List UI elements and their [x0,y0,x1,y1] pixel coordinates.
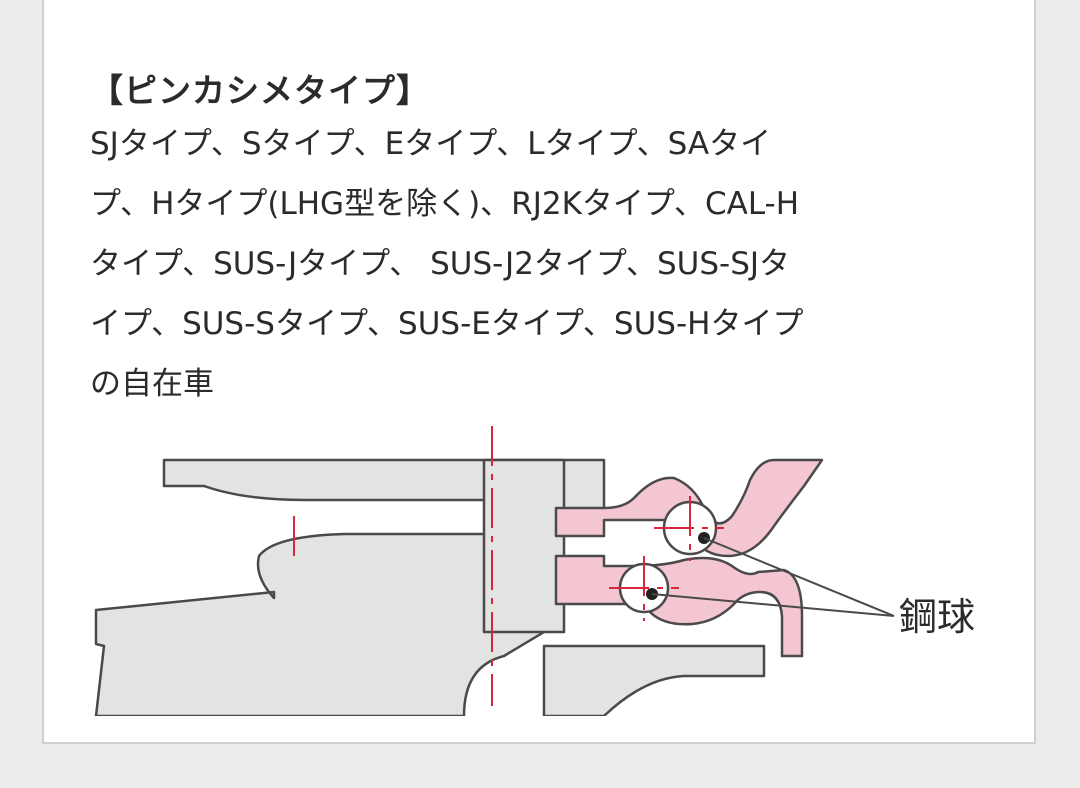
body-line: の自在車 [90,366,214,402]
body-line: プ、Hタイプ(LHG型を除く)、RJ2Kタイプ、CAL-H [90,186,800,222]
leader-line-lower [651,593,895,617]
swivel-bearing-diagram: 鋼球 [94,426,975,716]
caster-body [94,532,556,716]
bearing-housing [542,644,766,716]
content-card: 【ピンカシメタイプ】 SJタイプ、Sタイプ、Eタイプ、Lタイプ、SAタイ プ、H… [42,0,1036,744]
king-pin [482,458,566,634]
section-heading: 【ピンカシメタイプ】 [90,71,430,110]
steel-ball-label: 鋼球 [899,595,975,639]
leader-line-upper [703,537,895,617]
body-line: イプ、SUS-Sタイプ、SUS-Eタイプ、SUS-Hタイプ [90,306,804,342]
body-line: タイプ、SUS-Jタイプ、 SUS-J2タイプ、SUS-SJタ [90,246,791,282]
lower-race [554,554,804,658]
caster-type-list: SJタイプ、Sタイプ、Eタイプ、Lタイプ、SAタイ プ、Hタイプ(LHG型を除く… [90,114,980,414]
body-line: SJタイプ、Sタイプ、Eタイプ、Lタイプ、SAタイ [90,126,772,162]
